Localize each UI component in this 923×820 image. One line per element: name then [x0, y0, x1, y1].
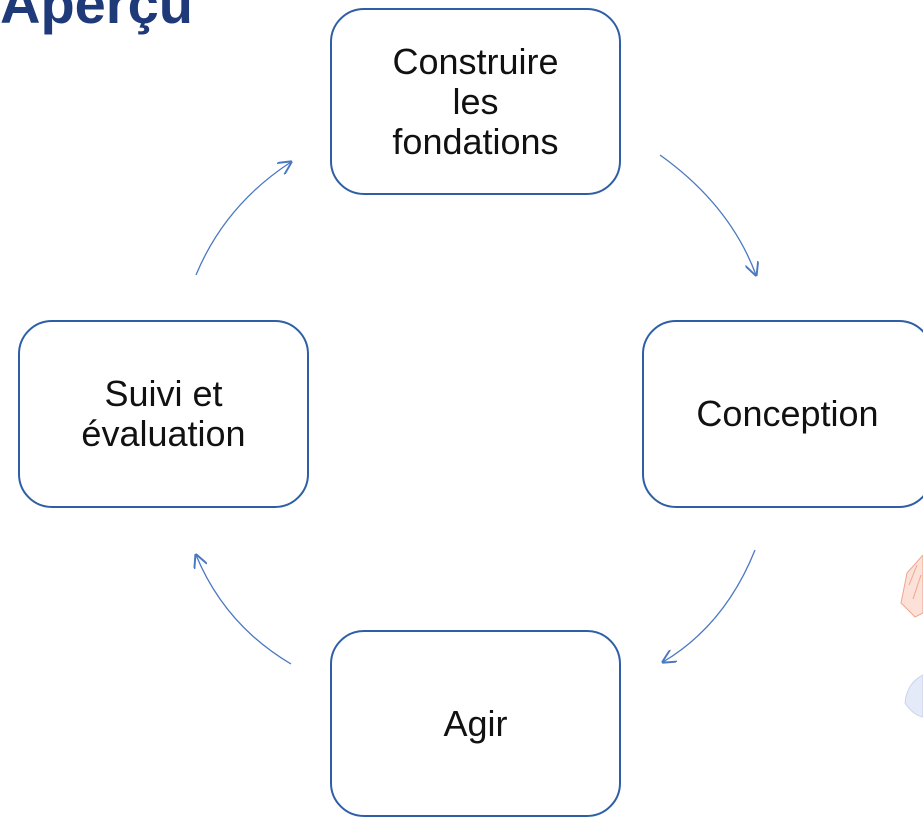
- rocket-icon: [900, 555, 923, 718]
- arrow-top-to-right: [659, 154, 756, 275]
- cycle-step-conception: Conception: [642, 320, 923, 508]
- arrow-right-to-bottom: [663, 549, 756, 662]
- arrow-left-to-top: [195, 162, 291, 276]
- cycle-step-label: Suivi et évaluation: [81, 373, 246, 454]
- cycle-step-label: Conception: [696, 393, 879, 434]
- slide-title: Aperçu: [0, 0, 193, 35]
- cycle-step-label: Agir: [443, 702, 508, 744]
- cycle-step-label: Construire les fondations: [392, 40, 559, 162]
- cycle-step-agir: Agir: [330, 630, 621, 817]
- cycle-step-suivi: Suivi et évaluation: [18, 320, 309, 508]
- cycle-step-construire: Construire les fondations: [330, 8, 621, 195]
- arrow-bottom-to-left: [196, 555, 292, 665]
